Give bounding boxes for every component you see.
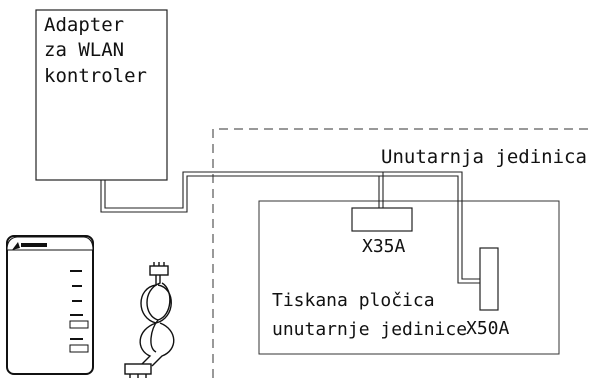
adapter-device-illustration bbox=[6, 235, 94, 375]
harness-illustration bbox=[124, 262, 175, 378]
indoor-unit-label: Unutarnja jedinica bbox=[381, 146, 587, 168]
connector-x35a bbox=[351, 207, 413, 232]
adapter-box bbox=[35, 9, 168, 181]
adapter-label-line2: za WLAN bbox=[44, 39, 124, 61]
cable bbox=[100, 171, 480, 284]
connector-x50a bbox=[479, 247, 499, 311]
pcb-label-line2: unutarnje jedinice bbox=[272, 319, 467, 340]
adapter-label-line1: Adapter bbox=[44, 14, 124, 36]
pcb-label-line1: Tiskana pločica bbox=[272, 290, 435, 311]
logo-icon bbox=[12, 242, 20, 250]
indoor-unit-boundary bbox=[212, 128, 588, 378]
adapter-label-line3: kontroler bbox=[44, 65, 147, 87]
connector-x50a-label: X50A bbox=[466, 318, 510, 339]
connector-x35a-label: X35A bbox=[362, 236, 406, 257]
